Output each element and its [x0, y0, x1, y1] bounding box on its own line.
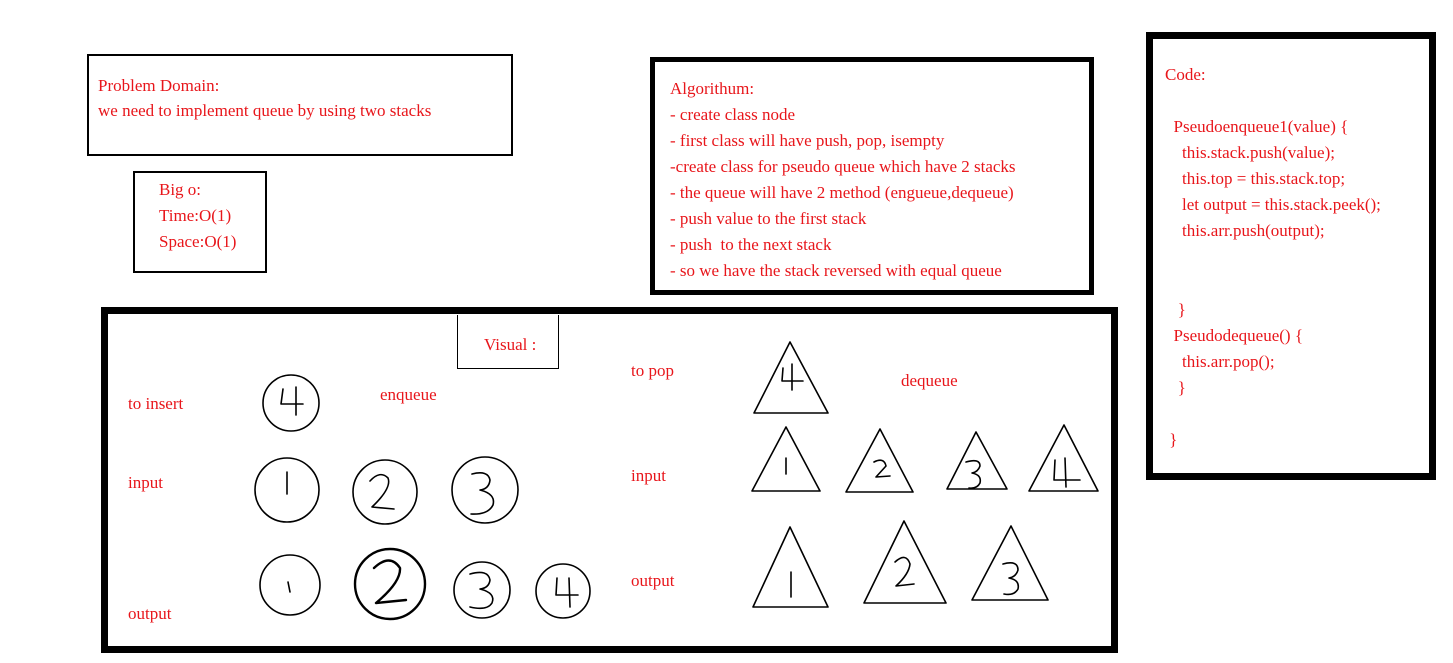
code-line: Pseudodequeue() {	[1165, 326, 1303, 345]
node-to-pop-4	[753, 341, 829, 414]
visual-title-box: Visual :	[457, 315, 559, 369]
problem-domain-box: Problem Domain: we need to implement que…	[87, 54, 513, 156]
problem-domain-text: we need to implement queue by using two …	[98, 101, 432, 120]
code-line: }	[1165, 378, 1186, 397]
algorithm-step: - push value to the first stack	[670, 209, 867, 228]
problem-domain-heading: Problem Domain:	[98, 76, 220, 95]
node-output-1	[259, 554, 321, 616]
code-line: this.arr.pop();	[1165, 352, 1275, 371]
left-input-label: input	[128, 473, 163, 492]
node-output-2	[353, 547, 427, 621]
big-o-heading: Big o:	[159, 180, 202, 199]
node-stack-input-4	[1028, 424, 1099, 492]
code-line: this.top = this.stack.top;	[1165, 169, 1346, 188]
code-line: this.stack.push(value);	[1165, 143, 1335, 162]
node-input-1	[254, 457, 320, 523]
big-o-box: Big o: Time:O(1) Space:O(1)	[133, 171, 267, 273]
code-line: this.arr.push(output);	[1165, 221, 1325, 240]
node-stack-output-1	[752, 526, 829, 608]
big-o-time: Time:O(1)	[159, 206, 232, 225]
node-output-4	[535, 563, 591, 619]
node-input-3	[451, 456, 519, 524]
node-output-3	[453, 561, 511, 619]
to-insert-label: to insert	[128, 394, 184, 413]
algorithm-box: Algorithum: - create class node - first …	[650, 57, 1094, 295]
visual-box	[101, 307, 1118, 653]
algorithm-step: - first class will have push, pop, isemp…	[670, 131, 945, 150]
node-stack-output-2	[863, 520, 947, 604]
node-to-insert-4	[262, 374, 320, 432]
algorithm-step: -create class for pseudo queue which hav…	[670, 157, 1016, 176]
algorithm-step: - so we have the stack reversed with equ…	[670, 261, 1002, 280]
node-input-2	[352, 459, 418, 525]
algorithm-step: - the queue will have 2 method (engueue,…	[670, 183, 1014, 202]
code-line: Pseudoenqueue1(value) {	[1165, 117, 1349, 136]
visual-title: Visual :	[484, 335, 537, 354]
right-output-label: output	[631, 571, 675, 590]
node-stack-input-1	[751, 426, 821, 492]
node-stack-input-3	[946, 431, 1008, 490]
node-stack-input-2	[845, 428, 914, 493]
code-line: }	[1165, 300, 1186, 319]
code-line: }	[1165, 430, 1178, 449]
right-input-label: input	[631, 466, 666, 485]
algorithm-step: - push to the next stack	[670, 235, 832, 254]
enqueue-label: enqueue	[380, 385, 437, 404]
algorithm-step: - create class node	[670, 105, 796, 124]
left-output-label: output	[128, 604, 172, 623]
dequeue-label: dequeue	[901, 371, 958, 390]
code-heading: Code:	[1165, 65, 1206, 84]
big-o-space: Space:O(1)	[159, 232, 237, 251]
algorithm-heading: Algorithum:	[670, 79, 755, 98]
code-box: Code: Pseudoenqueue1(value) { this.stack…	[1146, 32, 1436, 480]
code-line: let output = this.stack.peek();	[1165, 195, 1381, 214]
to-pop-label: to pop	[631, 361, 674, 380]
node-stack-output-3	[971, 525, 1049, 601]
